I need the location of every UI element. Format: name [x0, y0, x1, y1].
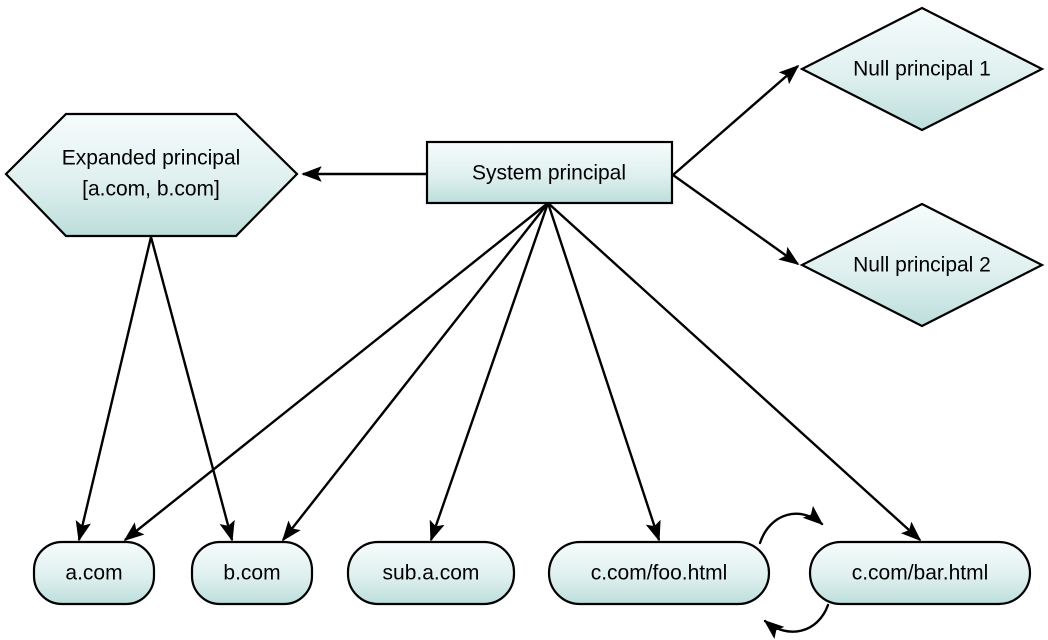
- c-com-bar-rounded-rect: [808, 540, 1032, 606]
- system-principal-rect: [425, 140, 674, 205]
- a-com-rounded-rect: [32, 540, 156, 606]
- edge-system-to-c-com-bar: [547, 202, 922, 542]
- edge-c-foo-to-c-bar: [758, 505, 824, 545]
- null-principal-2-diamond: [799, 202, 1045, 328]
- edge-system-to-a-com: [123, 202, 549, 542]
- expanded-principal-label-line2: [a.com, b.com]: [82, 178, 220, 201]
- null-principal-2-label: Null principal 2: [853, 254, 991, 277]
- edge-system-to-c-com-foo: [546, 202, 661, 542]
- node-layer: Expanded principal [a.com, b.com] System…: [4, 6, 1045, 606]
- null-principal-1-label: Null principal 1: [853, 58, 991, 81]
- edge-system-to-sub-a-com: [429, 202, 550, 542]
- null-principal-1-diamond: [799, 6, 1045, 132]
- edge-system-to-null-1: [672, 64, 800, 176]
- node-expanded-principal[interactable]: Expanded principal [a.com, b.com]: [4, 112, 299, 238]
- c-com-foo-rounded-rect: [547, 540, 771, 606]
- system-principal-label: System principal: [472, 162, 626, 185]
- b-com-rounded-rect: [190, 540, 314, 606]
- node-null-principal-1[interactable]: Null principal 1: [799, 6, 1045, 132]
- node-b-com[interactable]: b.com: [190, 540, 314, 606]
- a-com-label: a.com: [65, 562, 122, 585]
- edge-expanded-to-a-com: [75, 236, 153, 542]
- edge-layer: [75, 64, 922, 639]
- expanded-principal-label-line1: Expanded principal: [62, 147, 241, 170]
- c-com-bar-label: c.com/bar.html: [852, 562, 989, 585]
- sub-a-com-rounded-rect: [346, 540, 516, 606]
- edge-system-to-null-2: [672, 174, 800, 265]
- edge-expanded-to-b-com: [149, 236, 235, 542]
- edge-c-bar-to-c-foo: [763, 603, 830, 639]
- sub-a-com-label: sub.a.com: [383, 562, 480, 585]
- c-com-foo-label: c.com/foo.html: [591, 562, 728, 585]
- expanded-principal-hexagon: [4, 112, 299, 238]
- node-system-principal[interactable]: System principal: [425, 140, 674, 205]
- node-null-principal-2[interactable]: Null principal 2: [799, 202, 1045, 328]
- node-c-com-bar[interactable]: c.com/bar.html: [808, 540, 1032, 606]
- edge-system-to-b-com: [281, 202, 549, 542]
- b-com-label: b.com: [223, 562, 280, 585]
- node-c-com-foo[interactable]: c.com/foo.html: [547, 540, 771, 606]
- node-a-com[interactable]: a.com: [32, 540, 156, 606]
- node-sub-a-com[interactable]: sub.a.com: [346, 540, 516, 606]
